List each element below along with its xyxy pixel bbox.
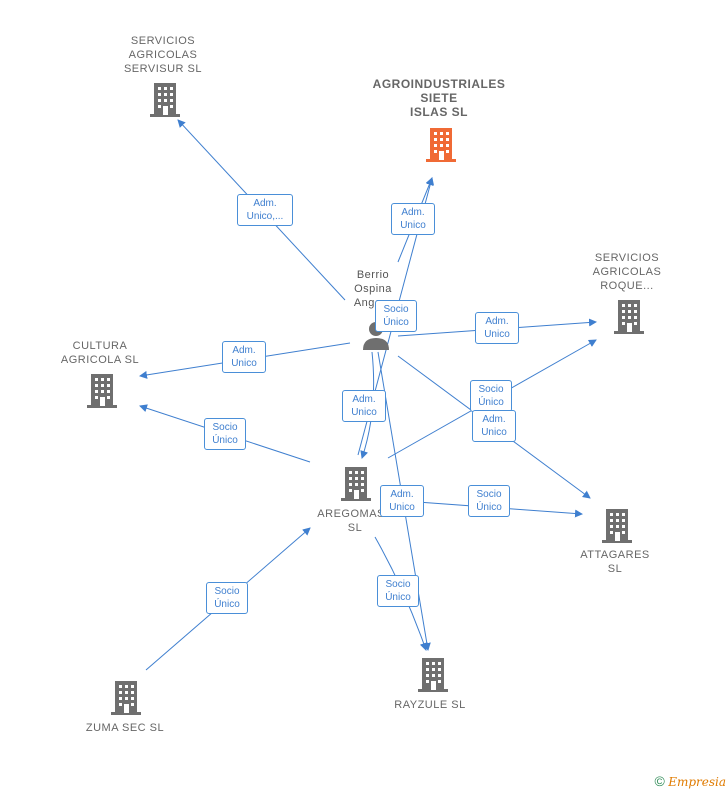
node-label-servisur: SERVICIOS AGRICOLAS SERVISUR SL bbox=[123, 35, 203, 75]
edge-label-socio-unico[interactable]: Socio Único bbox=[377, 575, 419, 607]
building-icon[interactable] bbox=[602, 509, 632, 548]
node-label-cultura: CULTURA AGRICOLA SL bbox=[60, 340, 140, 366]
building-icon[interactable] bbox=[341, 467, 371, 506]
building-icon[interactable] bbox=[150, 83, 180, 122]
node-label-roque: SERVICIOS AGRICOLAS ROQUE... bbox=[592, 252, 662, 292]
building-icon[interactable] bbox=[418, 658, 448, 697]
node-label-siete: AGROINDUSTRIALES SIETE ISLAS SL bbox=[372, 77, 506, 119]
edge-label-adm-unico[interactable]: Adm. Unico,... bbox=[237, 194, 293, 226]
edge-label-adm-unico[interactable]: Adm. Unico bbox=[391, 203, 435, 235]
copyright-icon: © bbox=[654, 773, 665, 789]
building-icon[interactable] bbox=[111, 681, 141, 720]
edge-label-socio-unico[interactable]: Socio Único bbox=[470, 380, 512, 412]
footer-brand[interactable]: © Empresia bbox=[655, 773, 726, 789]
edge-label-adm-unico[interactable]: Adm. Unico bbox=[342, 390, 386, 422]
building-icon[interactable] bbox=[87, 374, 117, 413]
edge-label-adm-unico[interactable]: Adm. Unico bbox=[380, 485, 424, 517]
edge-label-socio-unico[interactable]: Socio Único bbox=[468, 485, 510, 517]
brand-name: Empresia bbox=[668, 775, 726, 789]
edge-label-socio-unico[interactable]: Socio Único bbox=[206, 582, 248, 614]
node-label-attagares: ATTAGARES SL bbox=[580, 549, 650, 575]
edge-label-socio-unico[interactable]: Socio Único bbox=[204, 418, 246, 450]
node-label-rayzule: RAYZULE SL bbox=[394, 699, 466, 711]
edge-label-adm-unico[interactable]: Adm. Unico bbox=[475, 312, 519, 344]
edge-label-adm-unico[interactable]: Adm. Unico bbox=[472, 410, 516, 442]
building-icon-highlight[interactable] bbox=[426, 128, 456, 167]
edge-label-socio-unico[interactable]: Socio Único bbox=[375, 300, 417, 332]
edge-label-adm-unico[interactable]: Adm. Unico bbox=[222, 341, 266, 373]
node-label-aregomase: AREGOMASE SL bbox=[317, 508, 393, 534]
building-icon[interactable] bbox=[614, 300, 644, 339]
node-label-zuma: ZUMA SEC SL bbox=[85, 722, 165, 734]
